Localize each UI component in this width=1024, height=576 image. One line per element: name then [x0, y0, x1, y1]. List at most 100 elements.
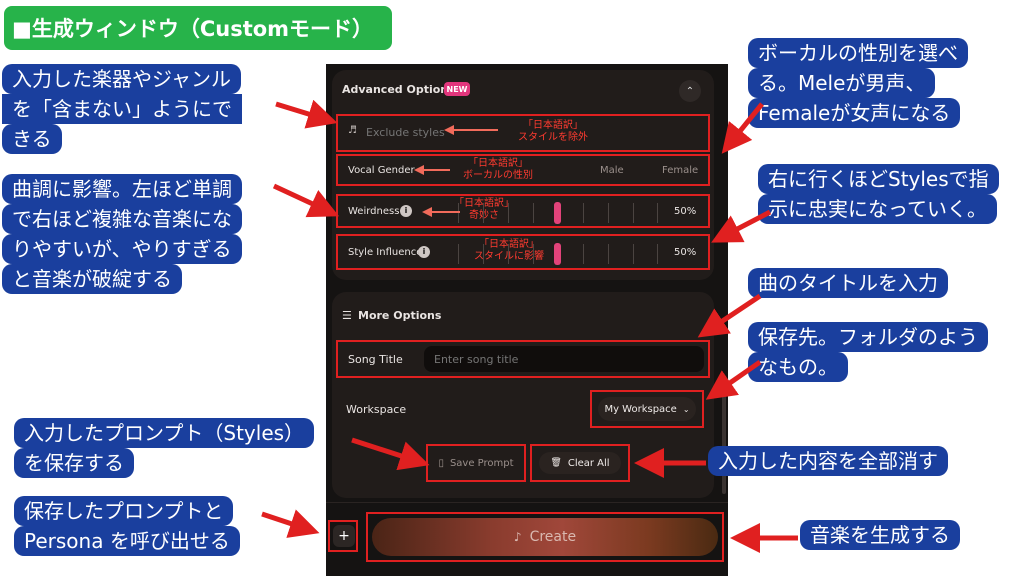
callout-workspace: 保存先。フォルダのよう なもの。 — [748, 322, 988, 382]
callout-weirdness-line4: と音楽が破綻する — [2, 264, 182, 294]
exclude-inner-arrow — [444, 125, 498, 135]
weirdness-note-line1: 「日本語訳」 — [454, 198, 514, 209]
chevron-up-icon[interactable]: ⌃ — [679, 80, 701, 102]
workspace-label: Workspace — [346, 403, 407, 416]
vocal-gender-row: Vocal Gender 「日本語訳」 ボーカルの性別 Male Female — [336, 154, 710, 186]
bookmark-icon: ▯ — [438, 457, 444, 469]
male-option[interactable]: Male — [600, 165, 624, 176]
arrow-style-influence — [711, 209, 772, 243]
arrow-song-title — [697, 293, 762, 338]
callout-exclude-line3: きる — [2, 124, 62, 154]
callout-weirdness-line3: りやすいが、やりすぎる — [2, 234, 242, 264]
female-option[interactable]: Female — [662, 165, 699, 176]
page-title: ■生成ウィンドウ（Customモード） — [4, 6, 392, 50]
info-icon[interactable]: i — [418, 246, 430, 258]
weirdness-inner-arrow — [422, 207, 460, 217]
weirdness-row: Weirdness i 「日本語訳」 奇妙さ 50% — [336, 194, 710, 228]
workspace-dropdown-value: My Workspace — [604, 403, 677, 415]
style-influence-note-line1: 「日本語訳」 — [479, 239, 539, 250]
scrollbar[interactable] — [722, 384, 726, 494]
callout-persona-line1: 保存したプロンプトと — [14, 496, 234, 526]
style-influence-jp-note: 「日本語訳」 スタイルに影響 — [464, 239, 554, 263]
clear-all-button[interactable]: 🗑 Clear All — [539, 452, 621, 474]
weirdness-note-line2: 奇妙さ — [469, 210, 499, 221]
exclude-styles-field[interactable]: ♬ 「日本語訳」 スタイルを除外 — [336, 114, 710, 152]
create-highlight: ♪ Create — [366, 512, 724, 562]
callout-song-title-line1: 曲のタイトルを入力 — [748, 268, 948, 298]
vocal-note-line1: 「日本語訳」 — [468, 158, 528, 169]
create-label: Create — [529, 529, 577, 545]
arrow-exclude — [275, 99, 338, 129]
weirdness-jp-note: 「日本語訳」 奇妙さ — [444, 198, 524, 222]
new-badge: NEW — [444, 82, 470, 96]
callout-style-influence: 右に行くほどStylesで指 示に忠実になっていく。 — [758, 164, 999, 224]
vocal-jp-note: 「日本語訳」 ボーカルの性別 — [450, 158, 546, 182]
callout-clear-all-line1: 入力した内容を全部消す — [708, 446, 948, 476]
info-icon[interactable]: i — [400, 205, 412, 217]
arrow-vocal — [721, 102, 764, 154]
callout-save-prompt-line2: を保存する — [14, 448, 134, 478]
arrow-save-prompt — [351, 437, 430, 471]
callout-style-influence-line1: 右に行くほどStylesで指 — [758, 164, 999, 194]
weirdness-slider-knob[interactable] — [554, 202, 561, 224]
exclude-note-line1: 「日本語訳」 — [523, 120, 583, 131]
callout-vocal-line2: る。Meleが男声、 — [748, 68, 936, 98]
create-button[interactable]: ♪ Create — [372, 518, 718, 556]
add-highlight: + — [328, 520, 358, 552]
divider — [326, 502, 728, 503]
exclude-jp-note: 「日本語訳」 スタイルを除外 — [508, 120, 598, 144]
more-options-label[interactable]: More Options — [358, 309, 442, 322]
callout-vocal-line3: Femaleが女声になる — [748, 98, 961, 128]
exclude-icon: ♬ — [348, 125, 357, 136]
callout-weirdness-line1: 曲調に影響。左ほど単調 — [2, 174, 242, 204]
callout-weirdness-line2: で右ほど複雑な音楽にな — [2, 204, 242, 234]
vocal-note-line2: ボーカルの性別 — [463, 170, 533, 181]
chevron-down-icon: ⌄ — [682, 404, 690, 414]
callout-save-prompt: 入力したプロンプト（Styles） を保存する — [14, 418, 315, 478]
song-title-input[interactable] — [424, 346, 704, 372]
workspace-dropdown[interactable]: My Workspace ⌄ — [598, 397, 696, 421]
callout-exclude: 入力した楽器やジャンル を「含まない」ようにで きる — [2, 64, 242, 154]
weirdness-value: 50% — [674, 206, 697, 217]
callout-vocal: ボーカルの性別を選べ る。Meleが男声、 Femaleが女声になる — [748, 38, 968, 128]
style-influence-label: Style Influence — [348, 247, 423, 258]
song-title-label: Song Title — [348, 353, 403, 366]
music-note-icon: ♪ — [513, 530, 522, 544]
style-influence-note-line2: スタイルに影響 — [474, 251, 544, 262]
callout-song-title: 曲のタイトルを入力 — [748, 268, 948, 298]
callout-workspace-line2: なもの。 — [748, 352, 848, 382]
arrow-weirdness — [272, 183, 340, 218]
callout-create: 音楽を生成する — [800, 520, 960, 550]
style-influence-slider[interactable] — [458, 243, 658, 265]
exclude-styles-input[interactable] — [364, 123, 464, 141]
save-prompt-label: Save Prompt — [449, 457, 514, 469]
callout-exclude-line1: 入力した楽器やジャンル — [2, 64, 241, 94]
advanced-options-card — [332, 70, 714, 280]
callout-vocal-line1: ボーカルの性別を選べ — [748, 38, 968, 68]
callout-save-prompt-line1: 入力したプロンプト（Styles） — [14, 418, 315, 448]
clear-all-highlight: 🗑 Clear All — [530, 444, 630, 482]
weirdness-label: Weirdness — [348, 206, 400, 217]
callout-clear-all: 入力した内容を全部消す — [708, 446, 948, 476]
callout-persona: 保存したプロンプトと Persona を呼び出せる — [14, 496, 240, 556]
style-influence-value: 50% — [674, 247, 697, 258]
save-prompt-button[interactable]: ▯ Save Prompt — [434, 452, 518, 474]
trash-icon: 🗑 — [550, 458, 562, 468]
clear-all-label: Clear All — [567, 457, 610, 469]
arrow-persona — [261, 509, 320, 538]
list-icon: ☰ — [342, 309, 352, 322]
style-influence-slider-knob[interactable] — [554, 243, 561, 265]
vocal-gender-label: Vocal Gender — [348, 165, 415, 176]
exclude-note-line2: スタイルを除外 — [518, 132, 588, 143]
song-title-row: Song Title — [336, 340, 710, 378]
callout-create-line1: 音楽を生成する — [800, 520, 960, 550]
callout-style-influence-line2: 示に忠実になっていく。 — [758, 194, 997, 224]
generation-panel: Advanced Options NEW ⌃ ♬ 「日本語訳」 スタイルを除外 … — [326, 64, 728, 576]
vocal-inner-arrow — [414, 165, 450, 175]
arrow-workspace — [705, 359, 762, 400]
callout-exclude-line2: を「含まない」ようにで — [2, 94, 242, 124]
add-button[interactable]: + — [333, 525, 355, 547]
callout-persona-line2: Persona を呼び出せる — [14, 526, 240, 556]
workspace-highlight: My Workspace ⌄ — [590, 390, 704, 428]
callout-workspace-line1: 保存先。フォルダのよう — [748, 322, 988, 352]
